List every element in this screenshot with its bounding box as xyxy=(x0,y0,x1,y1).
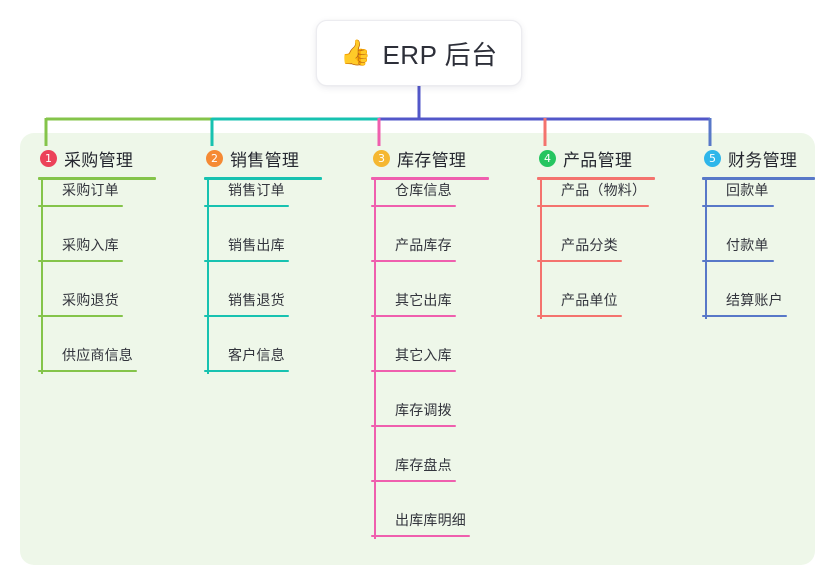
branch-child-underline xyxy=(702,205,774,207)
branch-header-5[interactable]: 5 财务管理 xyxy=(702,146,815,170)
branch-children: 产品（物料） 产品分类产品单位 xyxy=(537,180,655,345)
branch-child-label: 回款单 xyxy=(726,182,769,198)
branch-child-label: 采购退货 xyxy=(62,292,119,308)
branch-child-label: 销售出库 xyxy=(228,237,285,253)
branch-child-underline xyxy=(371,315,456,317)
branch-child-underline xyxy=(371,260,456,262)
branch-children: 销售订单销售出库销售退货客户信息 xyxy=(204,180,322,400)
branch-underline xyxy=(204,177,322,180)
branch-child-item[interactable]: 付款单 xyxy=(702,235,774,262)
branch-child-label: 客户信息 xyxy=(228,347,285,363)
branch-child-underline xyxy=(702,315,787,317)
branch-number-badge: 4 xyxy=(539,149,556,167)
branch-child-underline xyxy=(371,535,470,537)
branch-child-underline xyxy=(371,480,456,482)
branch-column-2: 2 销售管理销售订单销售出库销售退货客户信息 xyxy=(204,146,322,400)
branch-child-item[interactable]: 出库库明细 xyxy=(371,510,470,537)
branch-child-item[interactable]: 结算账户 xyxy=(702,290,787,317)
branch-child-item[interactable]: 客户信息 xyxy=(204,345,289,372)
branch-child-underline xyxy=(204,315,289,317)
branch-underline xyxy=(537,177,655,180)
branch-child-item[interactable]: 产品库存 xyxy=(371,235,456,262)
branch-number-badge: 3 xyxy=(373,149,390,167)
branch-child-item[interactable]: 库存盘点 xyxy=(371,455,456,482)
branch-child-label: 付款单 xyxy=(726,237,769,253)
branch-header-3[interactable]: 3 库存管理 xyxy=(371,146,489,170)
branch-child-label: 采购入库 xyxy=(62,237,119,253)
branch-children: 回款单付款单结算账户 xyxy=(702,180,815,345)
thumbs-up-icon: 👍 xyxy=(340,38,372,67)
branch-child-label: 产品（物料） xyxy=(561,182,647,198)
branch-child-underline xyxy=(38,315,123,317)
branch-child-underline xyxy=(371,425,456,427)
root-node-title: ERP 后台 xyxy=(382,39,498,70)
branch-child-underline xyxy=(702,260,774,262)
branch-child-item[interactable]: 其它入库 xyxy=(371,345,456,372)
branch-child-underline xyxy=(371,370,456,372)
branch-child-item[interactable]: 其它出库 xyxy=(371,290,456,317)
branch-child-underline xyxy=(204,260,289,262)
branch-child-item[interactable]: 回款单 xyxy=(702,180,774,207)
branch-column-5: 5 财务管理回款单付款单结算账户 xyxy=(702,146,815,345)
branch-child-label: 销售退货 xyxy=(228,292,285,308)
branch-title: 财务管理 xyxy=(728,150,798,170)
branch-child-underline xyxy=(38,260,123,262)
branch-child-underline xyxy=(38,205,123,207)
branch-child-item[interactable]: 采购入库 xyxy=(38,235,123,262)
branch-column-1: 1 采购管理采购订单采购入库采购退货供应商信息 xyxy=(38,146,156,400)
branch-child-label: 库存盘点 xyxy=(395,457,452,473)
branch-child-item[interactable]: 采购订单 xyxy=(38,180,123,207)
branch-child-label: 供应商信息 xyxy=(62,347,133,363)
branch-child-underline xyxy=(371,205,456,207)
branch-child-label: 其它入库 xyxy=(395,347,452,363)
branch-child-label: 出库库明细 xyxy=(395,512,466,528)
branch-child-item[interactable]: 采购退货 xyxy=(38,290,123,317)
branch-child-item[interactable]: 仓库信息 xyxy=(371,180,456,207)
branch-child-item[interactable]: 销售出库 xyxy=(204,235,289,262)
branch-column-3: 3 库存管理仓库信息产品库存其它出库其它入库库存调拨库存盘点出库库明细 xyxy=(371,146,489,565)
branch-children: 仓库信息产品库存其它出库其它入库库存调拨库存盘点出库库明细 xyxy=(371,180,489,565)
branch-child-label: 产品库存 xyxy=(395,237,452,253)
branch-child-underline xyxy=(204,205,289,207)
branch-title: 销售管理 xyxy=(230,150,300,170)
branch-child-label: 其它出库 xyxy=(395,292,452,308)
branch-child-item[interactable]: 产品（物料） xyxy=(537,180,649,207)
branch-child-underline xyxy=(537,260,622,262)
branch-child-item[interactable]: 产品分类 xyxy=(537,235,622,262)
branch-title: 产品管理 xyxy=(563,150,633,170)
branch-number-badge: 5 xyxy=(704,149,721,167)
root-node[interactable]: 👍 ERP 后台 xyxy=(316,20,522,86)
branch-child-item[interactable]: 库存调拨 xyxy=(371,400,456,427)
branch-child-label: 仓库信息 xyxy=(395,182,452,198)
branch-child-label: 结算账户 xyxy=(726,292,783,308)
branch-child-label: 销售订单 xyxy=(228,182,285,198)
branch-child-label: 库存调拨 xyxy=(395,402,452,418)
branch-child-label: 产品分类 xyxy=(561,237,618,253)
branch-child-underline xyxy=(537,315,622,317)
branch-title: 采购管理 xyxy=(64,150,134,170)
branch-column-4: 4 产品管理产品（物料） 产品分类产品单位 xyxy=(537,146,655,345)
branch-number-badge: 2 xyxy=(206,149,223,167)
branch-child-label: 产品单位 xyxy=(561,292,618,308)
branch-children: 采购订单采购入库采购退货供应商信息 xyxy=(38,180,156,400)
branch-title: 库存管理 xyxy=(397,150,467,170)
branch-header-4[interactable]: 4 产品管理 xyxy=(537,146,655,170)
branch-underline xyxy=(371,177,489,180)
branch-child-underline xyxy=(537,205,649,207)
branch-header-1[interactable]: 1 采购管理 xyxy=(38,146,156,170)
branch-child-item[interactable]: 销售订单 xyxy=(204,180,289,207)
branch-number-badge: 1 xyxy=(40,149,57,167)
branch-header-2[interactable]: 2 销售管理 xyxy=(204,146,322,170)
branch-child-item[interactable]: 销售退货 xyxy=(204,290,289,317)
branch-child-underline xyxy=(204,370,289,372)
branch-child-item[interactable]: 供应商信息 xyxy=(38,345,137,372)
branch-underline xyxy=(702,177,815,180)
branch-child-underline xyxy=(38,370,137,372)
branch-child-label: 采购订单 xyxy=(62,182,119,198)
branch-underline xyxy=(38,177,156,180)
branch-child-item[interactable]: 产品单位 xyxy=(537,290,622,317)
